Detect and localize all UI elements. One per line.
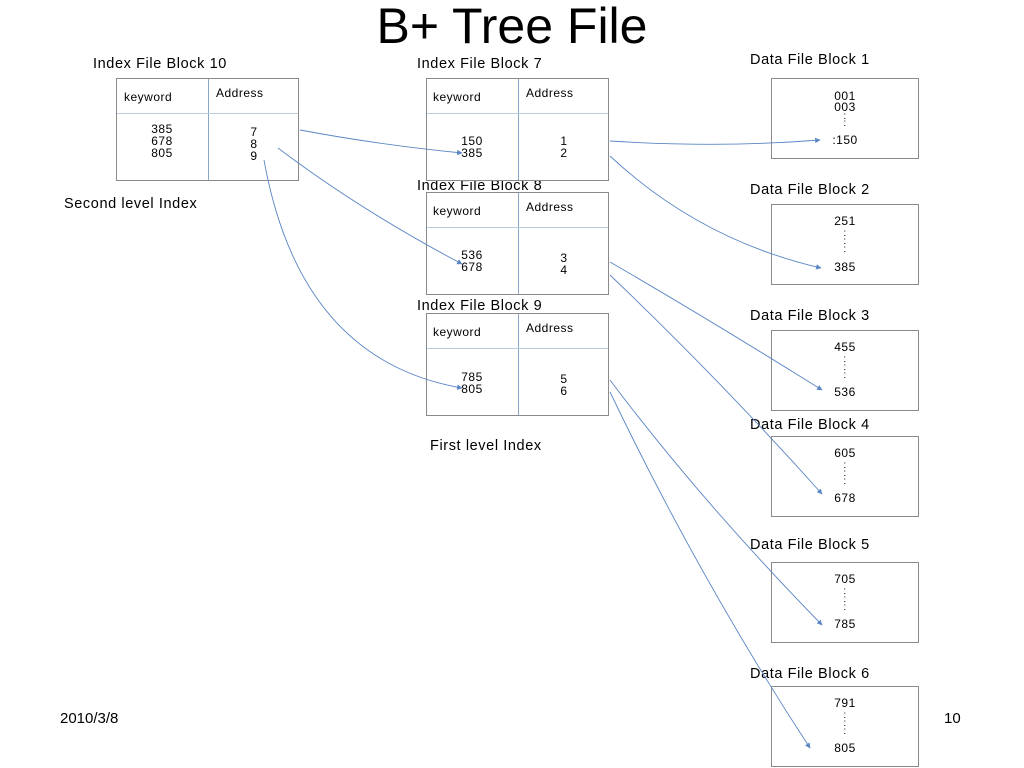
ellipsis-dots: ::: xyxy=(843,460,847,487)
data-first-keys: 001 003 xyxy=(834,89,856,114)
address-header: Address xyxy=(526,86,574,100)
data-first-keys: 455 xyxy=(834,340,856,354)
data-last-key: 385 xyxy=(834,260,856,274)
index-block-8: keyword Address 536 678 3 4 xyxy=(426,192,609,295)
data-block-5-title: Data File Block 5 xyxy=(750,537,870,553)
index-block-8-title: Index File Block 8 xyxy=(417,178,543,194)
index-addresses: 7 8 9 xyxy=(250,125,258,163)
first-level-index-label: First level Index xyxy=(430,438,542,454)
arrow-10-to-9 xyxy=(263,159,463,390)
ellipsis-dots: ::: xyxy=(843,710,847,737)
index-addresses: 1 2 xyxy=(560,134,568,160)
ellipsis-dots: ::: xyxy=(843,228,847,255)
data-block-5: 705 ::: 785 xyxy=(771,562,919,643)
data-last-key: 785 xyxy=(834,617,856,631)
index-keys: 385 678 805 xyxy=(151,122,173,160)
data-block-3-title: Data File Block 3 xyxy=(750,308,870,324)
index-block-10-title: Index File Block 10 xyxy=(93,56,227,72)
arrow-7-to-data-1 xyxy=(609,137,821,145)
address-header: Address xyxy=(526,321,574,335)
keyword-header: keyword xyxy=(433,90,482,104)
second-level-index-label: Second level Index xyxy=(64,196,198,212)
footer-date: 2010/3/8 xyxy=(60,710,119,727)
index-block-9: keyword Address 785 805 5 6 xyxy=(426,313,609,416)
data-block-4-title: Data File Block 4 xyxy=(750,417,870,433)
data-block-1: 001 003 :: :150 xyxy=(771,78,919,159)
data-block-3: 455 ::: 536 xyxy=(771,330,919,411)
keyword-header: keyword xyxy=(433,325,482,339)
index-block-7-title: Index File Block 7 xyxy=(417,56,543,72)
index-keys: 536 678 xyxy=(461,248,483,274)
data-first-keys: 705 xyxy=(834,572,856,586)
data-last-key: 678 xyxy=(834,491,856,505)
index-block-9-title: Index File Block 9 xyxy=(417,298,543,314)
data-first-keys: 251 xyxy=(834,214,856,228)
index-block-7: keyword Address 150 385 1 2 xyxy=(426,78,609,181)
arrow-10-to-8 xyxy=(277,147,463,265)
index-keys: 150 385 xyxy=(461,134,483,160)
data-block-2: 251 ::: 385 xyxy=(771,204,919,285)
data-first-keys: 791 xyxy=(834,696,856,710)
arrow-10-to-7 xyxy=(299,129,463,156)
data-last-key: 805 xyxy=(834,741,856,755)
data-block-4: 605 ::: 678 xyxy=(771,436,919,517)
keyword-header: keyword xyxy=(124,90,173,104)
arrow-9-to-data-6 xyxy=(609,391,811,749)
index-block-10: keyword Address 385 678 805 7 8 9 xyxy=(116,78,299,181)
arrow-7-to-data-2 xyxy=(609,155,822,270)
page-number: 10 xyxy=(944,710,961,727)
ellipsis-dots: ::: xyxy=(843,586,847,613)
keyword-header: keyword xyxy=(433,204,482,218)
ellipsis-dots: ::: xyxy=(843,354,847,381)
data-block-2-title: Data File Block 2 xyxy=(750,182,870,198)
index-addresses: 3 4 xyxy=(560,251,568,277)
data-last-key: 536 xyxy=(834,385,856,399)
arrow-8-to-data-4 xyxy=(609,274,823,495)
data-block-6-title: Data File Block 6 xyxy=(750,666,870,682)
index-addresses: 5 6 xyxy=(560,372,568,398)
arrow-9-to-data-5 xyxy=(609,379,823,626)
index-keys: 785 805 xyxy=(461,370,483,396)
data-last-key: :150 xyxy=(832,133,858,147)
address-header: Address xyxy=(216,86,264,100)
data-block-1-title: Data File Block 1 xyxy=(750,52,870,68)
address-header: Address xyxy=(526,200,574,214)
data-first-keys: 605 xyxy=(834,446,856,460)
arrow-8-to-data-3 xyxy=(609,261,823,391)
page-title: B+ Tree File xyxy=(376,0,648,54)
ellipsis-dots: :: xyxy=(843,111,847,129)
